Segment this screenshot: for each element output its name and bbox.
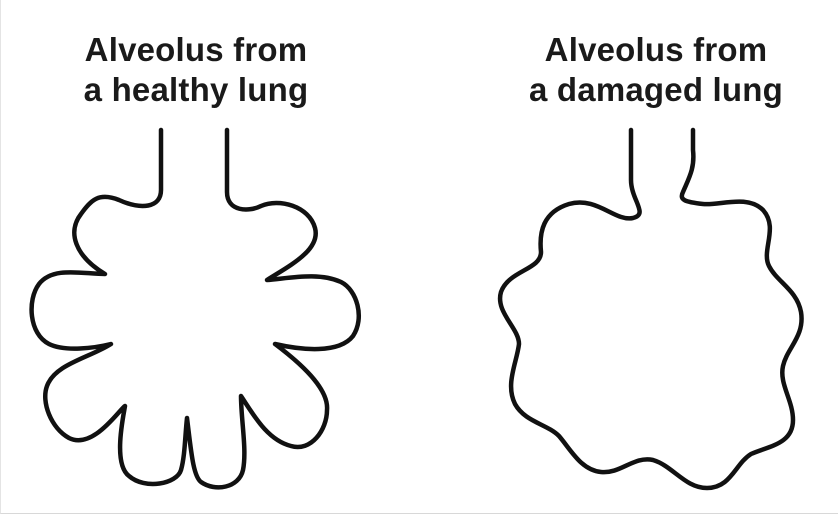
damaged-alveolus-outline [500,130,802,488]
healthy-alveolus-outline [32,130,359,487]
